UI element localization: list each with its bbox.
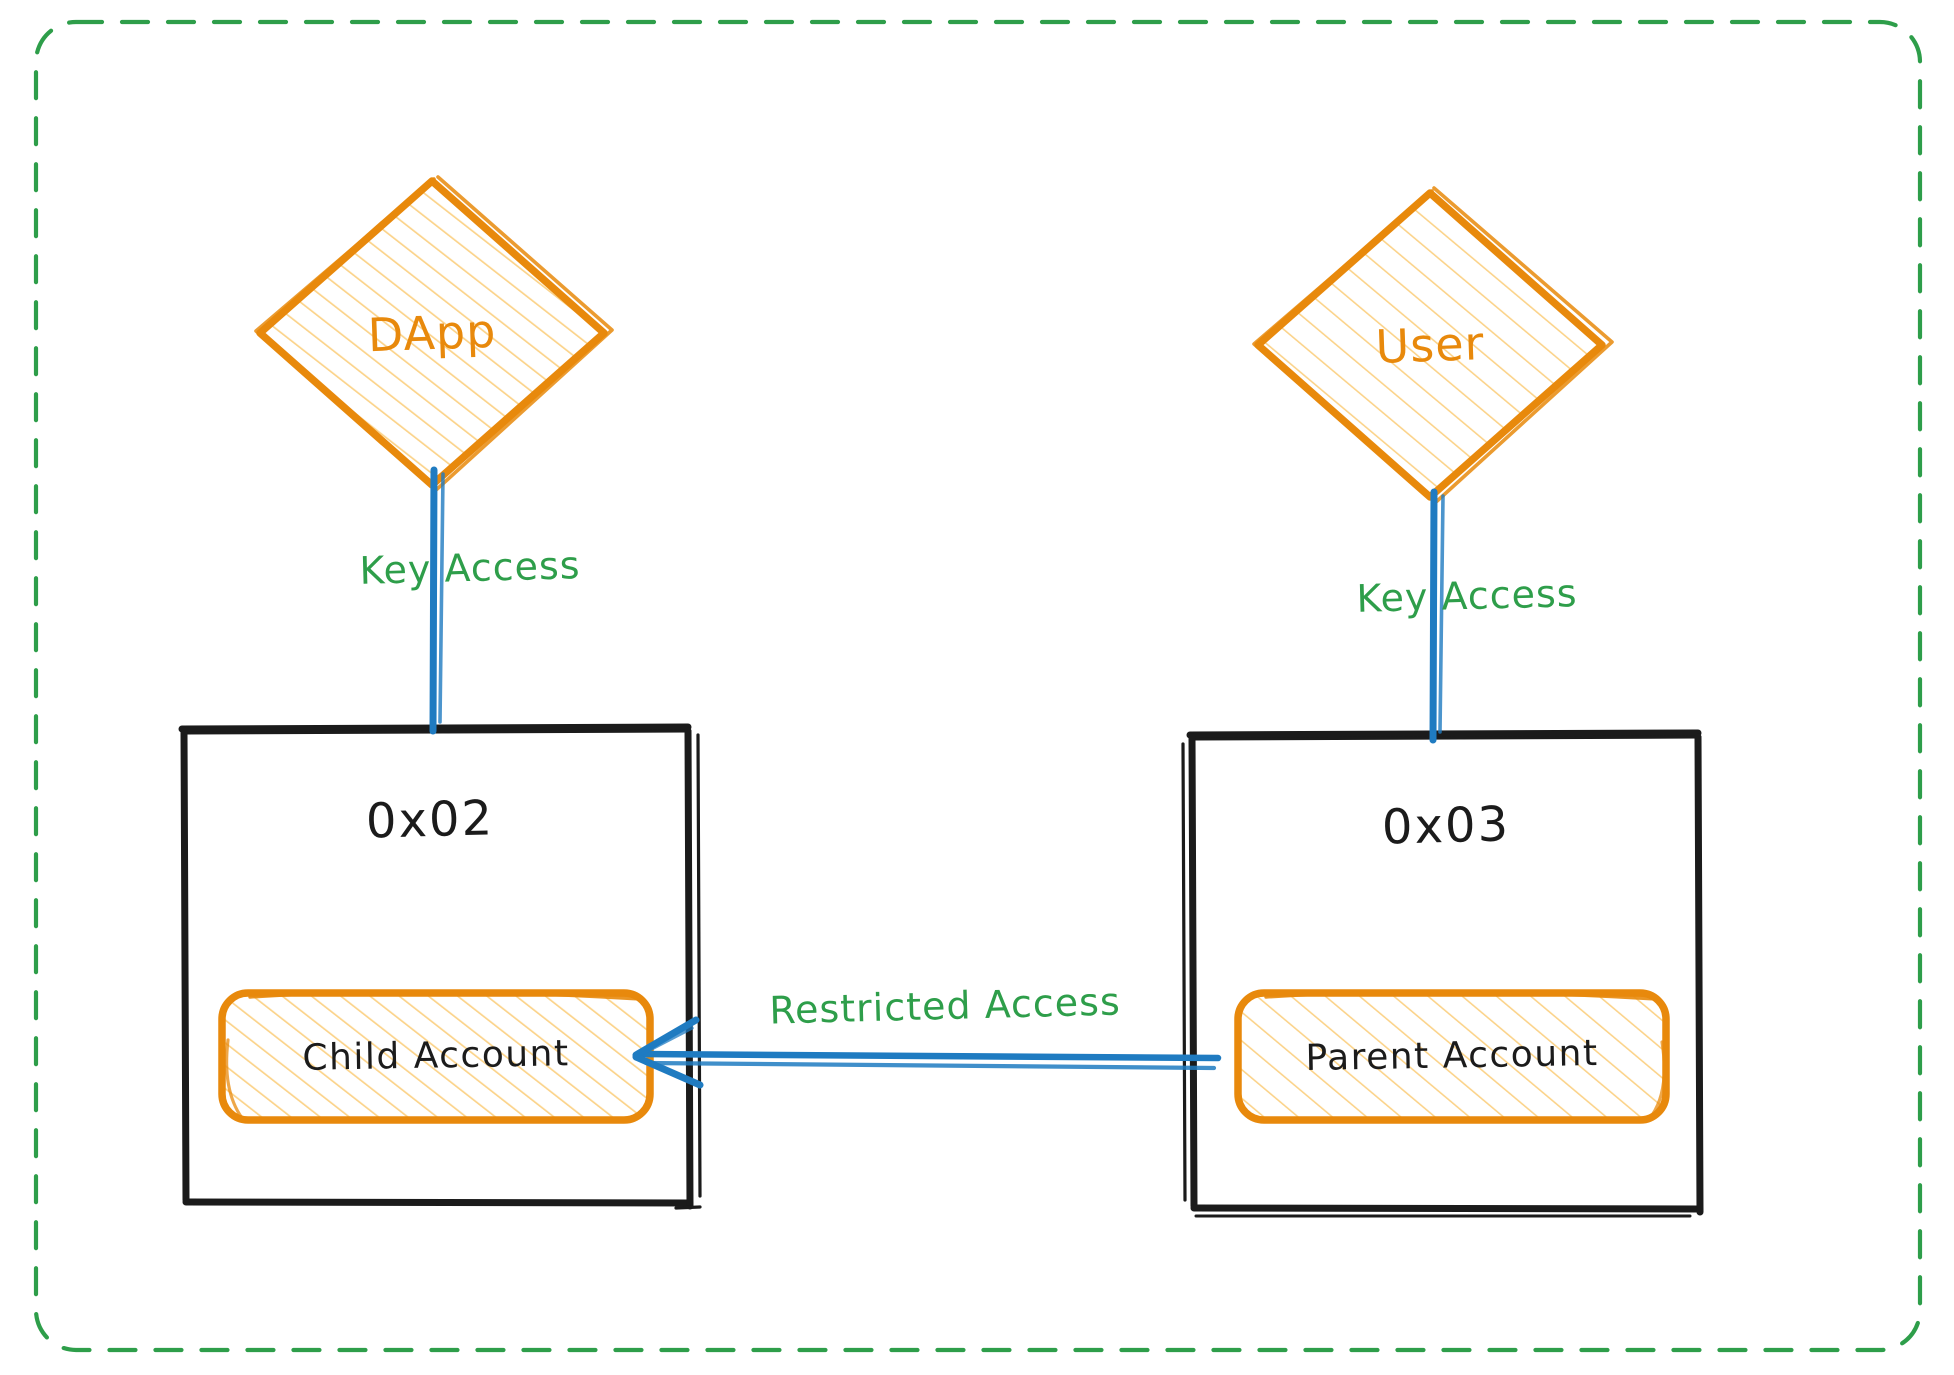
dashed-boundary <box>33 19 1923 1353</box>
account-box-0x03[interactable] <box>1181 729 1704 1218</box>
pill-parent-account[interactable] <box>1234 989 1670 1124</box>
node-user[interactable] <box>1252 186 1614 504</box>
account-box-0x02[interactable] <box>178 723 702 1210</box>
pill-child-account[interactable] <box>218 989 654 1124</box>
node-dapp[interactable] <box>254 175 614 492</box>
edge-user-to-parent[interactable] <box>1429 488 1445 744</box>
edge-dapp-to-child[interactable] <box>429 466 445 735</box>
edge-parent-to-child[interactable] <box>632 1016 1222 1089</box>
